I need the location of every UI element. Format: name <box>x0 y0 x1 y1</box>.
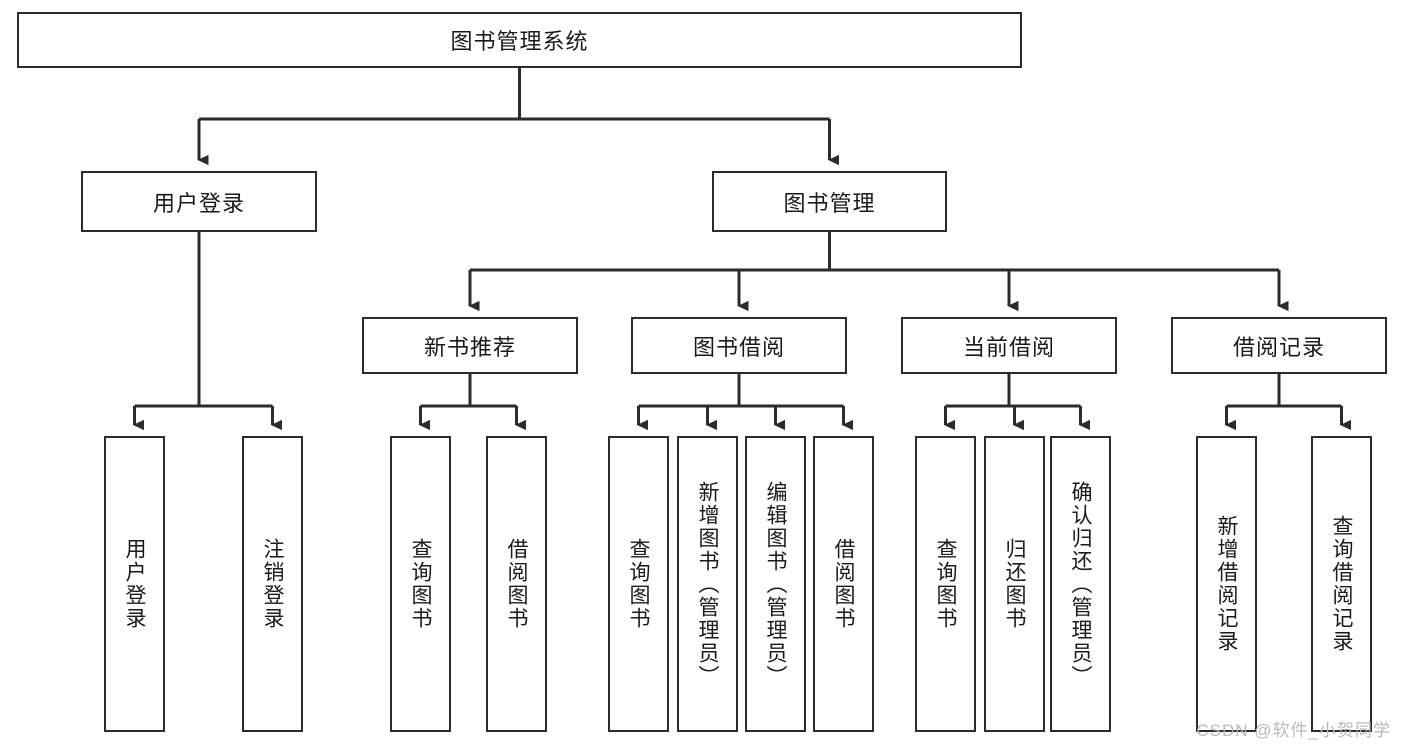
node-leaf-query-book-2[interactable]: 查询图书 <box>608 436 669 732</box>
node-label: 查询图书 <box>934 538 957 630</box>
node-label: 当前借阅 <box>962 334 1055 360</box>
node-leaf-user-logout[interactable]: 注销登录 <box>242 436 303 732</box>
node-new-book-recommend[interactable]: 新书推荐 <box>362 317 578 374</box>
node-label: 新增图书（管理员） <box>696 480 719 688</box>
node-label: 图书借阅 <box>692 334 785 360</box>
node-book-manage[interactable]: 图书管理 <box>712 171 947 232</box>
edge-trunk-current-borrow <box>945 374 1081 408</box>
node-leaf-return-book[interactable]: 归还图书 <box>984 436 1045 732</box>
edge-trunk-root <box>199 68 830 121</box>
node-label: 新增借阅记录 <box>1215 515 1238 653</box>
node-leaf-query-borrow-record[interactable]: 查询借阅记录 <box>1311 436 1372 732</box>
node-label: 归还图书 <box>1003 538 1026 630</box>
node-borrow-record[interactable]: 借阅记录 <box>1171 317 1387 374</box>
node-label: 用户登录 <box>152 190 245 216</box>
node-label: 编辑图书（管理员） <box>764 480 787 688</box>
node-leaf-confirm-return-admin[interactable]: 确认归还（管理员） <box>1050 436 1111 732</box>
node-label: 注销登录 <box>261 538 284 630</box>
edge-trunk-new-book-recommend <box>420 374 517 408</box>
node-label: 查询图书 <box>409 538 432 630</box>
node-book-borrow[interactable]: 图书借阅 <box>631 317 847 374</box>
watermark-label: CSDN @软件_小贺同学 <box>1196 721 1391 740</box>
node-user-login[interactable]: 用户登录 <box>81 171 317 232</box>
node-label: 借阅图书 <box>505 538 528 630</box>
node-root[interactable]: 图书管理系统 <box>17 12 1022 68</box>
node-label: 用户登录 <box>123 538 146 630</box>
node-leaf-borrow-book-2[interactable]: 借阅图书 <box>813 436 874 732</box>
edge-trunk-borrow-record <box>1226 374 1342 408</box>
node-leaf-add-borrow-record[interactable]: 新增借阅记录 <box>1196 436 1257 732</box>
node-label: 借阅图书 <box>832 538 855 630</box>
node-leaf-edit-book-admin[interactable]: 编辑图书（管理员） <box>745 436 806 732</box>
node-leaf-borrow-book-1[interactable]: 借阅图书 <box>486 436 547 732</box>
node-leaf-user-login[interactable]: 用户登录 <box>104 436 165 732</box>
edge-trunk-user-login <box>134 232 273 408</box>
node-label: 查询借阅记录 <box>1330 515 1353 653</box>
node-leaf-add-book-admin[interactable]: 新增图书（管理员） <box>677 436 738 732</box>
edge-trunk-book-manage <box>470 232 1279 272</box>
node-leaf-query-book-3[interactable]: 查询图书 <box>915 436 976 732</box>
node-label: 图书管理系统 <box>450 29 589 54</box>
node-current-borrow[interactable]: 当前借阅 <box>901 317 1117 374</box>
node-leaf-query-book-1[interactable]: 查询图书 <box>390 436 451 732</box>
node-label: 新书推荐 <box>423 334 516 360</box>
node-label: 借阅记录 <box>1232 334 1325 360</box>
edge-trunk-book-borrow <box>638 374 844 408</box>
node-label: 图书管理 <box>783 190 876 216</box>
node-label: 确认归还（管理员） <box>1069 480 1092 688</box>
node-label: 查询图书 <box>627 538 650 630</box>
